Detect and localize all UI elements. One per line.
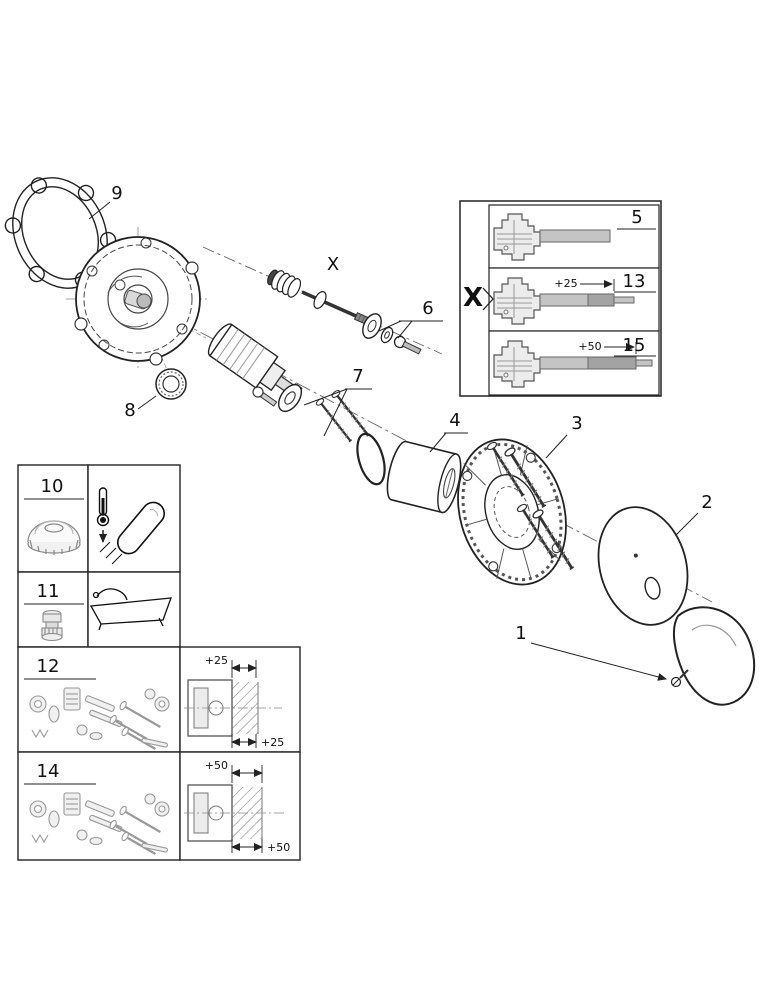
- variant-row-5: 5: [493, 207, 656, 261]
- small-part-drawing: [41, 609, 63, 642]
- callout-10: 10: [41, 476, 64, 497]
- callout-5: 5: [631, 207, 642, 228]
- rough-in-depth-25: +25 +25: [184, 654, 284, 749]
- thermometer-icon: [96, 487, 110, 543]
- variant-box: X 5 +25 13 +50: [459, 200, 662, 397]
- callout-4: 4: [449, 410, 460, 431]
- callout-1: 1: [515, 623, 526, 644]
- variant-row-15: +50 15: [493, 335, 656, 388]
- cell-10: 10: [24, 476, 84, 555]
- callout-11: 11: [37, 581, 60, 602]
- callout-15: 15: [623, 335, 646, 356]
- rough-in-depth-50: +50 +50: [184, 759, 290, 854]
- variant-row-13: +25 13: [493, 271, 656, 325]
- lever-pictogram: [116, 501, 166, 555]
- callout-6: 6: [422, 298, 433, 319]
- cell-12: 12: [24, 656, 171, 754]
- dim-14-top: +50: [205, 759, 228, 772]
- cap-part-drawing: [27, 520, 81, 555]
- variant-group-label-x: X: [463, 283, 483, 313]
- pictogram-thermometer-handle: [96, 487, 166, 565]
- escutcheon: [597, 506, 689, 626]
- lever-handle: [672, 606, 756, 706]
- o-ring: [356, 432, 386, 486]
- stop-ring: [155, 368, 187, 400]
- dim-14-bottom: +50: [267, 841, 290, 854]
- pictogram-bathtub: [89, 588, 172, 631]
- callout-3: 3: [571, 413, 582, 434]
- dim-plus50-variant: +50: [578, 340, 601, 353]
- variant-bracket: [482, 287, 494, 311]
- leader-8: [137, 395, 157, 410]
- valve-body: [66, 227, 210, 371]
- cell-14: 14: [24, 761, 171, 859]
- callout-2: 2: [701, 492, 712, 513]
- dim-plus25-variant: +25: [554, 277, 577, 290]
- callout-8: 8: [124, 400, 135, 421]
- leader-2: [675, 512, 699, 536]
- spindle: [267, 269, 373, 327]
- callout-spindle-x: X: [327, 254, 339, 275]
- adapter-parts: [362, 313, 422, 355]
- cartridge-bolt: [252, 386, 278, 407]
- leader-7: [303, 388, 372, 437]
- hatch-marks: [99, 541, 123, 565]
- handle-screw: [670, 669, 689, 688]
- leader-6: [378, 320, 443, 339]
- leader-3: [545, 434, 568, 459]
- callout-7: 7: [352, 366, 363, 387]
- callout-13: 13: [623, 271, 646, 292]
- extension-sleeve: [386, 440, 462, 514]
- cartridge-washer: [277, 383, 303, 413]
- dim-12-bottom: +25: [261, 736, 284, 749]
- leader-4: [429, 432, 468, 453]
- leader-1: [530, 642, 667, 681]
- callout-14: 14: [37, 761, 60, 782]
- leader-9: [88, 201, 111, 220]
- spec-table: 10: [17, 464, 301, 861]
- cell-11: 11: [24, 581, 84, 642]
- callout-9: 9: [111, 183, 122, 204]
- dim-12-top: +25: [205, 654, 228, 667]
- callout-12: 12: [37, 656, 60, 677]
